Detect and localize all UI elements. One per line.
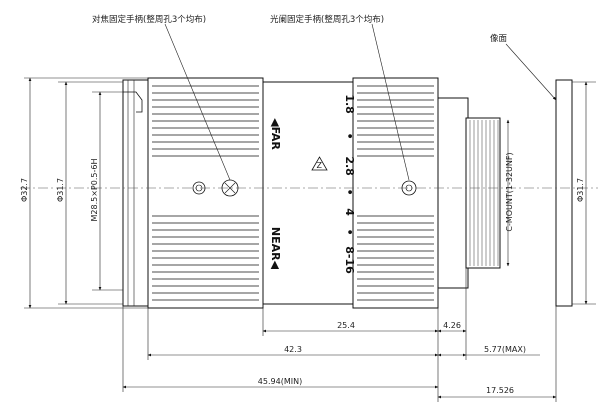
focus-ring-knurl: [152, 85, 259, 301]
dim-front-diameter-label: Φ32.7: [20, 178, 29, 202]
lens-body: [122, 77, 573, 309]
front-chamfer: [123, 91, 143, 113]
focus-lock-screw: [192, 179, 239, 197]
warning-triangle: Z: [311, 156, 328, 171]
front-lip: [122, 79, 151, 307]
dim-25-4-label: 25.4: [337, 321, 355, 330]
extension-lines: [122, 268, 557, 402]
dim-17-526: 17.526: [437, 386, 557, 399]
dim-45-94-label: 45.94(MIN): [258, 377, 302, 386]
dim-5-77: 5.77(MAX): [437, 345, 540, 357]
image-plane-callout: 像面: [490, 33, 508, 44]
f-scale-1: 1.8: [343, 94, 356, 114]
c-mount-thread: [465, 117, 501, 269]
dim-45-94: 45.94(MIN): [122, 377, 439, 389]
dim-25-4: 25.4: [262, 321, 439, 333]
dim-42-3-label: 42.3: [284, 345, 302, 354]
f-scale-2: 2.8: [343, 156, 356, 176]
f-scale-dot-1: •: [343, 133, 356, 140]
iris-ring: [352, 77, 439, 309]
dim-inner-diameter: Φ31.7: [56, 81, 123, 305]
iris-lock-screw: [401, 180, 417, 196]
focus-ring: [147, 77, 264, 309]
near-label: NEAR◀: [269, 227, 282, 270]
f-scale-4: 8-16: [343, 246, 356, 274]
iris-ring-knurl: [357, 85, 434, 301]
c-mount-thread-lines: [469, 120, 499, 266]
dim-front-diameter: Φ32.7: [20, 77, 148, 309]
f-scale-dot-2: •: [343, 189, 356, 196]
near-marking-group: NEAR◀: [269, 227, 282, 270]
f-number-scale: 1.8 • 2.8 • 4 • 8-16: [343, 94, 356, 274]
iris-screw-callout: 光阑固定手柄(整周孔3个均布): [270, 14, 384, 25]
dim-c-mount: C-MOUNT(1-32UNF): [505, 119, 514, 267]
far-marking-group: ◀FAR: [269, 118, 282, 150]
dim-c-mount-label: C-MOUNT(1-32UNF): [505, 152, 514, 231]
dim-rear-diameter-label: Φ31.7: [576, 178, 585, 202]
image-plane-flange: [555, 79, 573, 307]
f-scale-dot-3: •: [343, 229, 356, 236]
dim-filter-thread-label: M28.5×P0.5-6H: [90, 159, 99, 222]
dim-4-26-label: 4.26: [443, 321, 461, 330]
rear-collar: [437, 97, 469, 289]
dim-17-526-label: 17.526: [486, 386, 514, 395]
warning-symbol: Z: [317, 161, 323, 170]
dim-5-77-label: 5.77(MAX): [484, 345, 526, 354]
f-scale-3: 4: [343, 208, 356, 216]
dim-inner-diameter-label: Φ31.7: [56, 178, 65, 202]
iris-callout-leader: [371, 23, 410, 181]
dim-filter-thread: M28.5×P0.5-6H: [90, 91, 123, 291]
focus-screw-callout: 对焦固定手柄(整周孔3个均布): [92, 14, 206, 25]
dim-42-3: 42.3: [147, 345, 439, 357]
center-band: [262, 81, 354, 305]
dim-4-26: 4.26: [437, 321, 467, 333]
front-lip-lines: [127, 80, 135, 306]
far-label: ◀FAR: [269, 118, 282, 150]
focus-callout-leader: [164, 23, 231, 181]
image-plane-leader: [505, 43, 557, 101]
f-scale-text: 1.8 • 2.8 • 4 • 8-16: [343, 94, 356, 274]
dim-rear-diameter: Φ31.7: [572, 81, 596, 305]
